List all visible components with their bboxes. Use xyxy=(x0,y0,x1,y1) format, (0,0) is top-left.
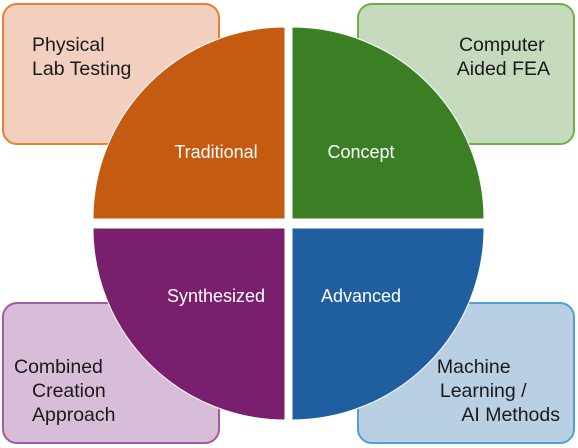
card-line: Aided FEA xyxy=(457,58,550,80)
card-line: Physical xyxy=(32,34,105,56)
quadrant-label-concept: Concept xyxy=(327,142,394,162)
card-text-advanced: Machine Learning / AI Methods xyxy=(437,356,560,426)
card-text-concept: Computer Aided FEA xyxy=(457,34,550,80)
card-line: Computer xyxy=(459,34,545,56)
quadrant-label-traditional: Traditional xyxy=(174,142,257,162)
card-line: Creation xyxy=(32,380,106,402)
quadrant-label-synthesized: Synthesized xyxy=(167,286,265,306)
card-line: Approach xyxy=(32,404,115,426)
quadrant-concept xyxy=(291,26,485,220)
quadrant-traditional xyxy=(92,26,286,220)
quadrant-advanced xyxy=(291,227,485,421)
card-line: Machine xyxy=(437,356,511,378)
card-text-traditional: Physical Lab Testing xyxy=(32,34,131,80)
card-line: Combined xyxy=(14,356,103,378)
card-line: AI Methods xyxy=(461,404,560,426)
quadrant-label-advanced: Advanced xyxy=(321,286,401,306)
card-line: Lab Testing xyxy=(32,58,131,80)
card-line: Learning / xyxy=(440,380,527,402)
card-text-synthesized: Combined Creation Approach xyxy=(14,356,115,426)
quadrant-synthesized xyxy=(92,227,286,421)
